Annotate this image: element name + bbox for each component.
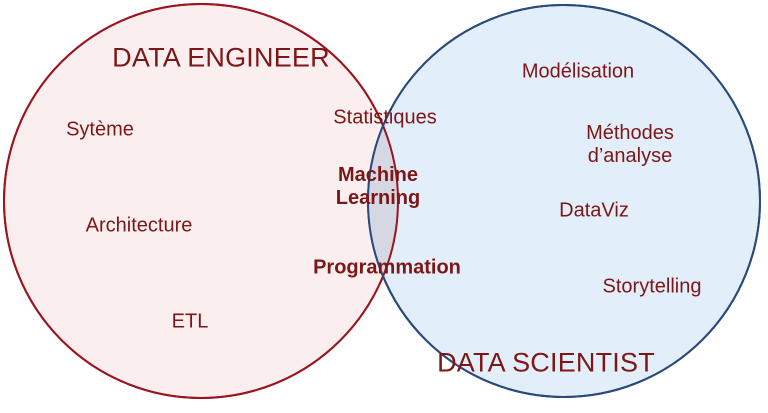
left-circle-outline: [3, 3, 399, 399]
right-circle-outline: [367, 4, 761, 398]
right-circle-shape: [367, 4, 761, 398]
left-circle-shape: [3, 3, 399, 399]
